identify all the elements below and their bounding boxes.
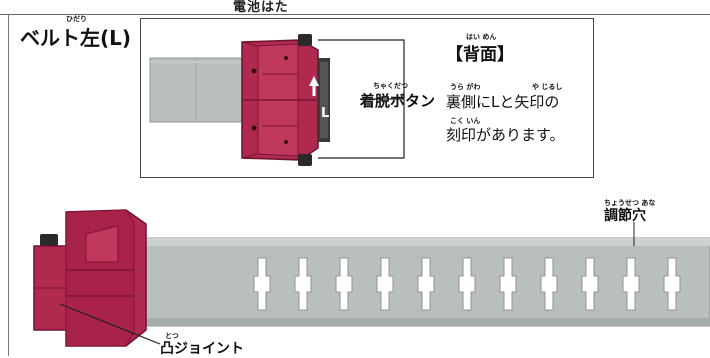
adjust-hole bbox=[663, 257, 681, 311]
adjust-hole bbox=[417, 257, 435, 311]
joint-label: 凸ジョイント bbox=[160, 341, 244, 357]
joint-label-ruby: とつ bbox=[165, 332, 179, 340]
adjust-hole bbox=[376, 257, 394, 311]
note-line1-ruby-1: うら がわ bbox=[450, 83, 481, 91]
adjust-hole bbox=[540, 257, 558, 311]
header-cut-text: 電池はた bbox=[233, 0, 289, 15]
adjust-hole bbox=[458, 257, 476, 311]
adjust-holes-label: 調節穴 bbox=[604, 208, 646, 224]
adjust-hole bbox=[581, 257, 599, 311]
heading-ruby: はい めん bbox=[466, 33, 497, 41]
adjust-hole bbox=[335, 257, 353, 311]
adjust-hole bbox=[294, 257, 312, 311]
adjust-hole bbox=[253, 257, 271, 311]
release-button-label: 着脱ボタン bbox=[360, 92, 436, 110]
page-title: ベルト左(L) bbox=[20, 26, 132, 50]
holes-label-ruby: ちょうせつ あな bbox=[604, 199, 656, 207]
adjust-hole bbox=[622, 257, 640, 311]
title-ruby: ひだり bbox=[66, 15, 87, 23]
button-label-ruby: ちゃくだつ bbox=[373, 82, 408, 90]
belt-drawing bbox=[33, 209, 710, 347]
note-line-2: 刻印があります。 bbox=[446, 126, 565, 144]
top-border bbox=[0, 0, 710, 15]
left-border bbox=[8, 14, 9, 356]
adjust-hole bbox=[499, 257, 517, 311]
note-line-1: 裏側にLと矢印の bbox=[446, 93, 560, 111]
note-line1-ruby-2: や じるし bbox=[532, 83, 563, 91]
engraved-letter-l: L bbox=[321, 106, 330, 121]
back-view-drawing bbox=[149, 34, 405, 166]
back-heading: 【背面】 bbox=[446, 45, 514, 65]
note-line2-ruby: こく いん bbox=[450, 117, 481, 125]
